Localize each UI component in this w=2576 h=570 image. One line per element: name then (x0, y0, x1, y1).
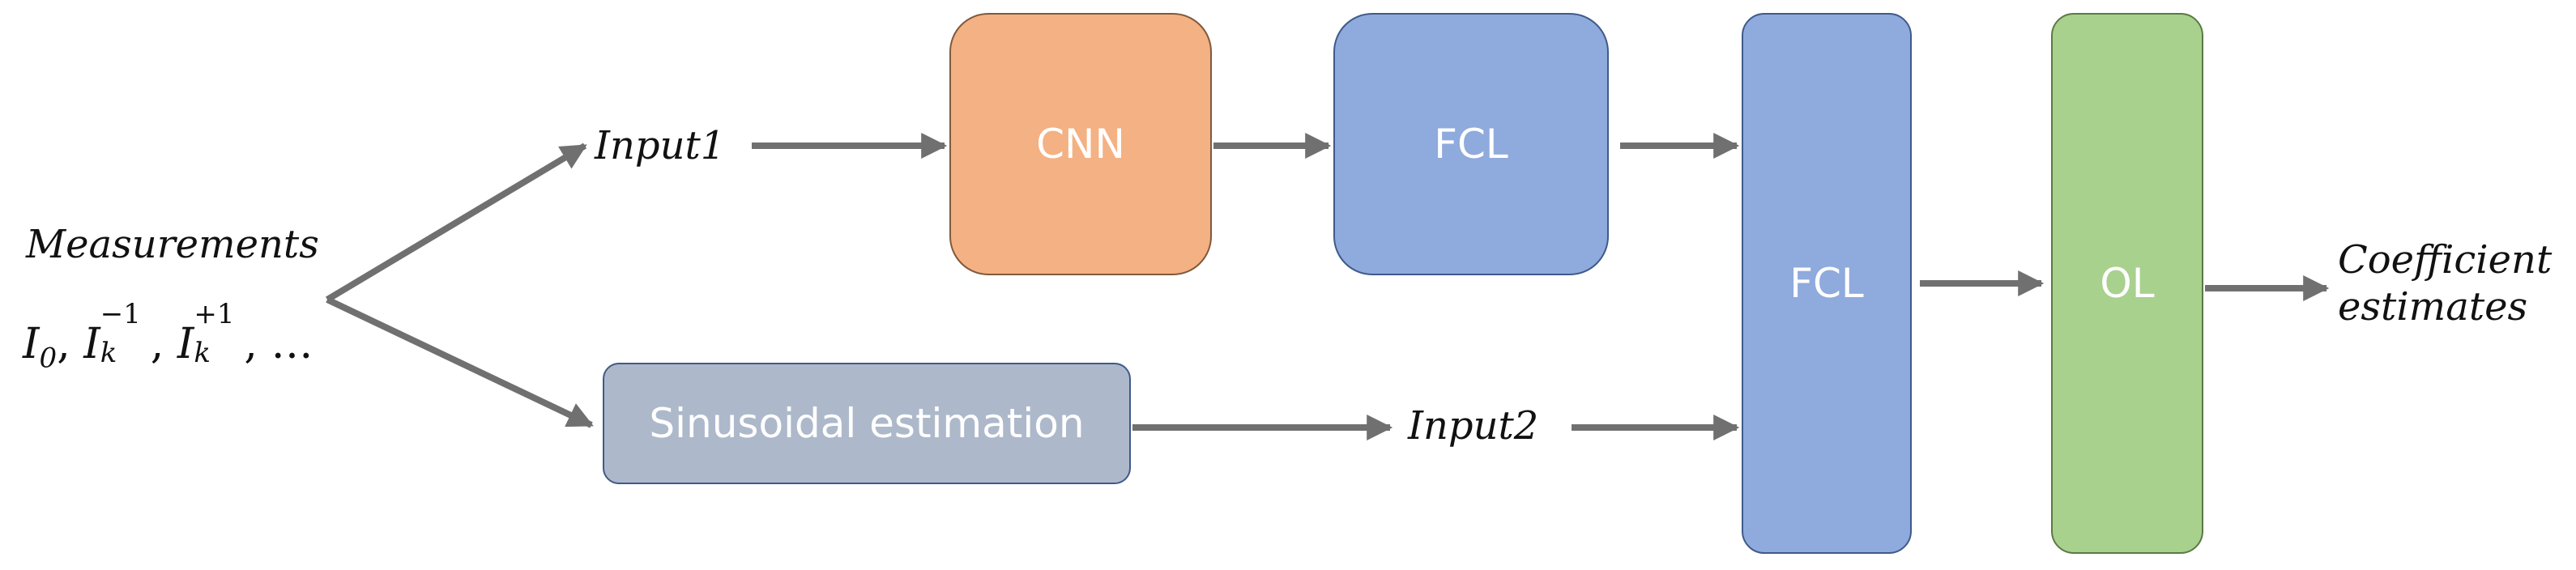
ol-block: OL (2051, 13, 2203, 554)
ik2-sub: k (194, 337, 211, 369)
fcl-top-label: FCL (1434, 121, 1508, 168)
arrow-measurements-to-input1 (325, 142, 587, 303)
ik1-sub: k (100, 337, 117, 369)
coefficient-estimates-label: Coefficient estimates (2338, 236, 2552, 330)
i0-base: I (23, 320, 40, 368)
measurements-label: Measurements (26, 222, 319, 267)
sinusoidal-label: Sinusoidal estimation (649, 400, 1085, 447)
coefficient-line1: Coefficient (2338, 237, 2553, 283)
sinusoidal-estimation-block: Sinusoidal estimation (603, 363, 1131, 484)
ol-label: OL (2100, 260, 2155, 307)
ik2-scripts: +1 k (194, 298, 244, 369)
ik2-base: I (177, 320, 194, 368)
formula-ellipsis: … (271, 320, 313, 368)
i0-sub: 0 (39, 342, 58, 375)
ik2-sup: +1 (194, 298, 235, 330)
ik1-scripts: −1 k (100, 298, 151, 369)
fcl-block-merge: FCL (1742, 13, 1912, 554)
arrow-measurements-to-sinusoidal (326, 296, 594, 428)
ik1-base: I (83, 320, 100, 368)
ik1-sup: −1 (100, 298, 141, 330)
cnn-block: CNN (949, 13, 1212, 275)
coefficient-line2: estimates (2338, 284, 2528, 330)
fcl-block-top: FCL (1333, 13, 1609, 275)
input1-label: Input1 (595, 123, 726, 168)
cnn-label: CNN (1036, 121, 1125, 168)
fcl-merge-label: FCL (1789, 260, 1864, 307)
input2-label: Input2 (1408, 403, 1539, 449)
